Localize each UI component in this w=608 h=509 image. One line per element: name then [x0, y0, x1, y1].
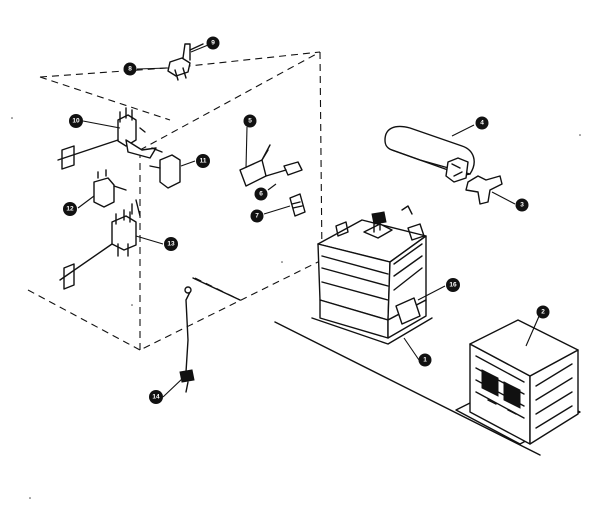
callout-11-label: 11 [200, 158, 207, 165]
interlock-switch-side [149, 154, 181, 189]
callout-16-label: 16 [449, 282, 457, 289]
transformer-part [455, 319, 581, 445]
callout-10-marker: 10 [69, 114, 83, 128]
callout-11-marker: 11 [196, 154, 210, 168]
callout-4-marker: 4 [475, 116, 489, 130]
callout-13-marker: 13 [164, 237, 178, 251]
callout-12-label: 12 [66, 206, 74, 213]
callout-5-label: 5 [248, 118, 252, 125]
switch-bracket-part [167, 43, 204, 81]
callout-8-marker-upper: 8 [123, 62, 137, 76]
magnetron-part [311, 205, 433, 345]
callout-3-marker: 3 [515, 198, 529, 212]
capacitor-bracket-part [465, 175, 503, 205]
callout-6-label: 6 [259, 191, 263, 198]
cabinet-outline [27, 51, 323, 351]
callout-2-marker: 2 [536, 305, 550, 319]
callout-7-label: 7 [255, 213, 259, 220]
callout-12-marker: 12 [63, 202, 77, 216]
callout-10-label: 10 [72, 118, 80, 125]
callout-14-label: 14 [152, 394, 160, 401]
fuse-holder-part [289, 193, 306, 217]
door-switch-upper [57, 107, 163, 170]
callout-4-label: 4 [480, 120, 484, 127]
callout-7-marker: 7 [250, 209, 264, 223]
callout-14-marker: 14 [149, 390, 163, 404]
callout-2-label: 2 [541, 309, 545, 316]
callout-16-marker: 16 [446, 278, 460, 292]
callout-8-label: 8 [128, 66, 132, 73]
callout-1-label: 1 [423, 357, 427, 364]
capacitor-part [384, 125, 475, 183]
callout-6-marker: 6 [254, 187, 268, 201]
leader-lines [77, 42, 541, 398]
thermal-cutout [93, 169, 127, 208]
door-switch-lower [59, 199, 141, 290]
base-outline [192, 277, 541, 456]
callout-5-marker: 5 [243, 114, 257, 128]
fuse-part [239, 144, 303, 187]
scan-specks [11, 117, 581, 499]
callout-13-label: 13 [167, 241, 175, 248]
callout-9-marker: 9 [206, 36, 220, 50]
callout-9-label: 9 [211, 40, 215, 47]
callout-1-marker: 1 [418, 353, 432, 367]
ground-wire-part [179, 286, 195, 393]
callout-3-label: 3 [520, 202, 524, 209]
